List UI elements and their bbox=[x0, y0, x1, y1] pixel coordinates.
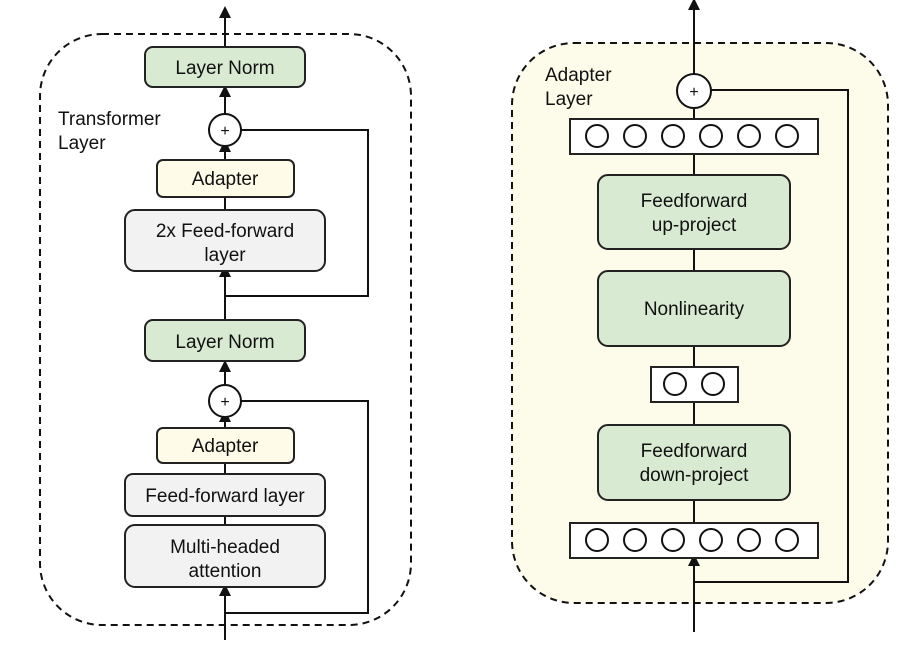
layer-norm-mid-box bbox=[144, 319, 306, 362]
mha-label-line1: Multi-headed bbox=[170, 537, 280, 558]
output-neuron bbox=[623, 124, 647, 148]
residual-add-top bbox=[208, 113, 242, 147]
input-neuron bbox=[585, 528, 609, 552]
input-neuron bbox=[737, 528, 761, 552]
feedforward-up-project-box bbox=[597, 174, 791, 250]
down-project-label-line2: down-project bbox=[640, 465, 749, 486]
ff2x-label-line2: layer bbox=[204, 245, 246, 266]
layer-norm-top-box bbox=[144, 46, 306, 88]
nonlinearity-label: Nonlinearity bbox=[644, 299, 745, 320]
output-neuron bbox=[699, 124, 723, 148]
nonlinearity-box bbox=[597, 270, 791, 347]
adapter-title-line1: Adapter bbox=[545, 65, 612, 86]
down-project-label-line1: Feedforward bbox=[641, 441, 748, 462]
bottleneck-neuron bbox=[701, 372, 725, 396]
output-neuron bbox=[775, 124, 799, 148]
ff2x-box bbox=[124, 209, 326, 272]
adapter-layer-panel: Adapter Layer + Feedforward up-project N… bbox=[511, 0, 889, 632]
up-project-label-line1: Feedforward bbox=[641, 191, 748, 212]
adapter-skip-connection bbox=[694, 89, 849, 583]
output-neuron bbox=[737, 124, 761, 148]
multi-headed-attention-box bbox=[124, 524, 326, 588]
residual-top bbox=[225, 129, 369, 297]
output-neuron bbox=[661, 124, 685, 148]
adapter-top-box bbox=[156, 159, 295, 198]
layer-norm-mid-label: Layer Norm bbox=[175, 332, 274, 353]
input-neuron bbox=[699, 528, 723, 552]
transformer-title-line2: Layer bbox=[58, 133, 106, 154]
transformer-title-line1: Transformer bbox=[58, 109, 161, 130]
bottleneck-neuron bbox=[663, 372, 687, 396]
plus-top-label: + bbox=[220, 123, 229, 140]
ff-layer-label: Feed-forward layer bbox=[145, 486, 305, 507]
plus-bottom-label: + bbox=[220, 394, 229, 411]
adapter-bottom-box bbox=[156, 427, 295, 464]
ff2x-label-line1: 2x Feed-forward bbox=[156, 221, 294, 242]
input-vector bbox=[569, 522, 819, 559]
input-neuron bbox=[661, 528, 685, 552]
adapter-title-line2: Layer bbox=[545, 89, 593, 110]
residual-add-bottom bbox=[208, 384, 242, 418]
output-neuron bbox=[585, 124, 609, 148]
residual-bottom bbox=[225, 400, 369, 614]
adapter-top-label: Adapter bbox=[192, 169, 259, 190]
input-neuron bbox=[623, 528, 647, 552]
adapter-plus-label: + bbox=[689, 84, 698, 101]
layer-norm-top-label: Layer Norm bbox=[175, 58, 274, 79]
up-project-label-line2: up-project bbox=[652, 215, 737, 236]
input-neuron bbox=[775, 528, 799, 552]
adapter-residual-add bbox=[676, 73, 712, 109]
ff-layer-box bbox=[124, 473, 326, 517]
adapter-bottom-label: Adapter bbox=[192, 436, 259, 457]
mha-label-line2: attention bbox=[189, 561, 262, 582]
feedforward-down-project-box bbox=[597, 424, 791, 501]
transformer-layer-panel: Transformer Layer Layer Norm + Adapter 2… bbox=[39, 6, 412, 640]
